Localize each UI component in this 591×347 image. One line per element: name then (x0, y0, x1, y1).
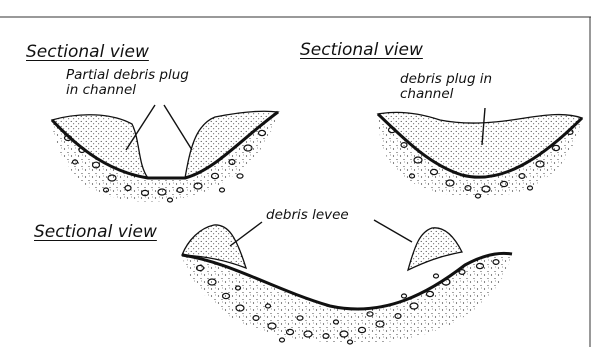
panel3-annotation: debris levee (266, 208, 349, 223)
panel1-annotation-line2: in channel (66, 83, 189, 98)
panel1-annotation: Partial debris plug in channel (66, 68, 189, 98)
panel1-title: Sectional view (26, 42, 149, 62)
panel3-title: Sectional view (34, 222, 157, 242)
panel1-leader-right (164, 105, 192, 150)
panel-partial-plug (52, 105, 278, 202)
panel2-annotation: debris plug in channel (400, 72, 492, 102)
panel3-leader-left (230, 222, 262, 246)
panel-levee (182, 220, 512, 344)
panel2-title: Sectional view (300, 40, 423, 60)
panel-full-plug (378, 108, 582, 198)
panel2-annotation-line1: debris plug in (400, 72, 492, 87)
panel2-annotation-line2: channel (400, 87, 492, 102)
panel1-annotation-line1: Partial debris plug (66, 68, 189, 83)
panel3-leader-right (374, 220, 412, 242)
panel3-right-levee (408, 228, 462, 270)
